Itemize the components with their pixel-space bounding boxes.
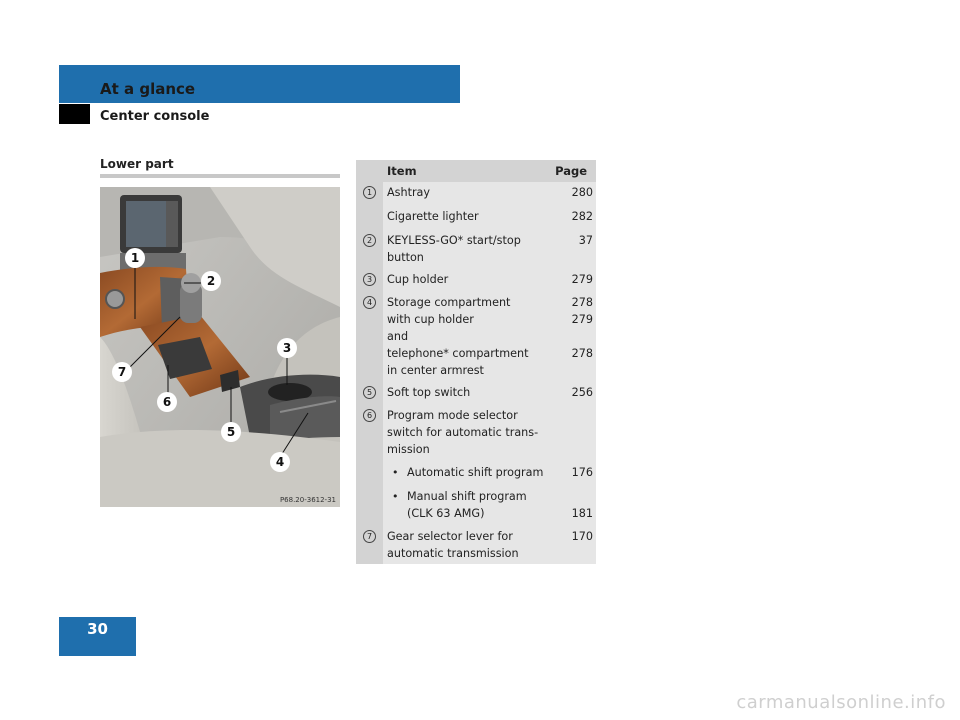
section-rule: [100, 174, 340, 178]
row-item: Soft top switch: [387, 386, 471, 399]
row-page: 170: [571, 530, 593, 543]
watermark[interactable]: carmanualsonline.info: [736, 692, 946, 713]
row-item: (CLK 63 AMG): [407, 507, 485, 520]
photo-code: P68.20-3612-31: [279, 496, 336, 504]
section-title: Lower part: [100, 157, 174, 171]
row-item: Ashtray: [387, 186, 431, 199]
row-item: Manual shift program: [407, 490, 527, 503]
row-item: Automatic shift program: [407, 466, 544, 479]
row-item: Program mode selector: [387, 409, 518, 422]
row-page: 256: [571, 386, 593, 399]
row-page: 279: [571, 313, 593, 326]
row-item: Cigarette lighter: [387, 210, 479, 223]
callout-6: [157, 392, 177, 412]
bullet: •: [392, 466, 399, 479]
row-page: 37: [578, 234, 593, 247]
table-header: Item Page: [356, 160, 596, 182]
callout-7: [112, 362, 132, 382]
callout-3: [277, 338, 297, 358]
callout-label-5: 5: [227, 425, 235, 439]
callout-layer: 1 2 3 4 5 6 7: [112, 248, 309, 472]
row-item: KEYLESS-GO* start/stop: [387, 234, 521, 247]
callout-4: [270, 452, 290, 472]
callout-1: [125, 248, 145, 268]
row-page: 176: [571, 466, 593, 479]
header-title: At a glance: [100, 80, 196, 98]
center-console-photo: 1 2 3 4 5 6 7 P68.20-3612-31: [100, 187, 340, 507]
row-item: Cup holder: [387, 273, 449, 286]
row-item: telephone* compartment: [387, 347, 529, 360]
row-item: Gear selector lever for: [387, 530, 513, 543]
row-number: 7: [363, 530, 376, 543]
row-number: 3: [363, 273, 376, 286]
callout-label-4: 4: [276, 455, 284, 469]
row-page: 282: [571, 210, 593, 223]
callout-label-1: 1: [131, 251, 139, 265]
row-number: 5: [363, 386, 376, 399]
header-subtitle: Center console: [100, 109, 210, 124]
callout-5: [221, 422, 241, 442]
row-item: button: [387, 251, 424, 264]
row-number: 2: [363, 234, 376, 247]
row-page: 181: [571, 507, 593, 520]
bullet: •: [392, 490, 399, 503]
callout-label-6: 6: [163, 395, 171, 409]
header-page: Page: [555, 164, 587, 178]
header-item: Item: [387, 164, 417, 178]
header-bar: [59, 65, 460, 103]
row-page: 280: [571, 186, 593, 199]
row-number: 6: [363, 409, 376, 422]
row-item: in center armrest: [387, 364, 484, 377]
row-item: switch for automatic trans-: [387, 426, 539, 439]
row-page: 279: [571, 273, 593, 286]
row-item: mission: [387, 443, 430, 456]
page-number-box: [59, 617, 136, 656]
callout-label-7: 7: [118, 365, 126, 379]
page-number: 30: [87, 620, 108, 638]
row-number: 4: [363, 296, 376, 309]
row-item: automatic transmission: [387, 547, 519, 560]
header-marker: [59, 104, 90, 124]
row-item: with cup holder: [387, 313, 474, 326]
callout-label-3: 3: [283, 341, 291, 355]
row-number: 1: [363, 186, 376, 199]
items-table: Item Page 1 Ashtray 280 Cigarette lighte…: [356, 160, 596, 564]
callout-label-2: 2: [207, 274, 215, 288]
row-page: 278: [571, 347, 593, 360]
row-item: Storage compartment: [387, 296, 511, 309]
row-item: and: [387, 330, 409, 343]
callout-2: [201, 271, 221, 291]
row-page: 278: [571, 296, 593, 309]
